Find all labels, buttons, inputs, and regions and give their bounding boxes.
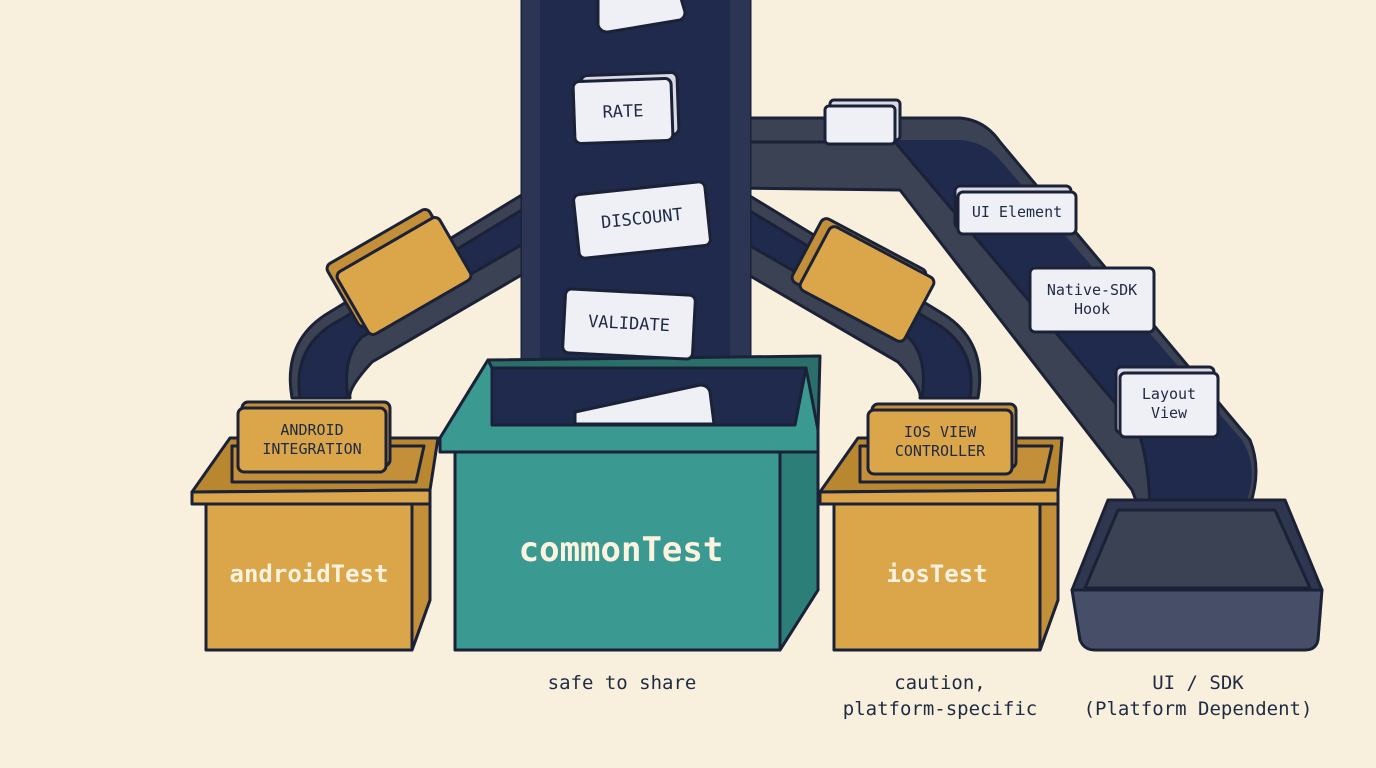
native-sdk-card-shape <box>1028 266 1156 334</box>
ios-test-bin-label: iosTest <box>886 560 988 588</box>
ios-card-shape <box>866 402 1018 476</box>
sdk-card-native-sdk-hook: Native-SDK Hook <box>1046 281 1138 318</box>
ios-view-controller-card: IOS VIEW CONTROLLER <box>894 423 986 460</box>
falling-card-shape <box>573 383 716 426</box>
android-card-shape <box>236 400 392 474</box>
caption-safe-to-share: safe to share <box>547 672 697 694</box>
top-card-shape <box>596 0 687 34</box>
chute-card-rate: RATE <box>602 101 644 123</box>
common-test-bin-label: commonTest <box>518 530 724 570</box>
ui-element-card-shape <box>953 184 1078 236</box>
sdk-top-card-shape <box>823 98 902 146</box>
rate-card-shape <box>571 71 681 145</box>
right-arm-card <box>790 217 936 343</box>
layout-view-card-shape <box>1114 365 1220 439</box>
sdk-bin-shape <box>1070 498 1324 652</box>
caption-ui-sdk: UI / SDK (Platform Dependent) <box>1083 672 1313 720</box>
validate-card-shape <box>561 287 697 361</box>
android-test-bin-label: androidTest <box>229 560 389 588</box>
common-bin-shape <box>438 354 822 652</box>
sdk-card-ui-element: UI Element <box>971 203 1063 221</box>
android-integration-card: ANDROID INTEGRATION <box>262 421 362 458</box>
discount-card-shape <box>572 180 712 260</box>
left-arm-card <box>325 208 473 336</box>
sdk-card-layout-view: Layout View <box>1141 385 1197 422</box>
caption-platform-specific: caution, platform-specific <box>842 672 1038 720</box>
